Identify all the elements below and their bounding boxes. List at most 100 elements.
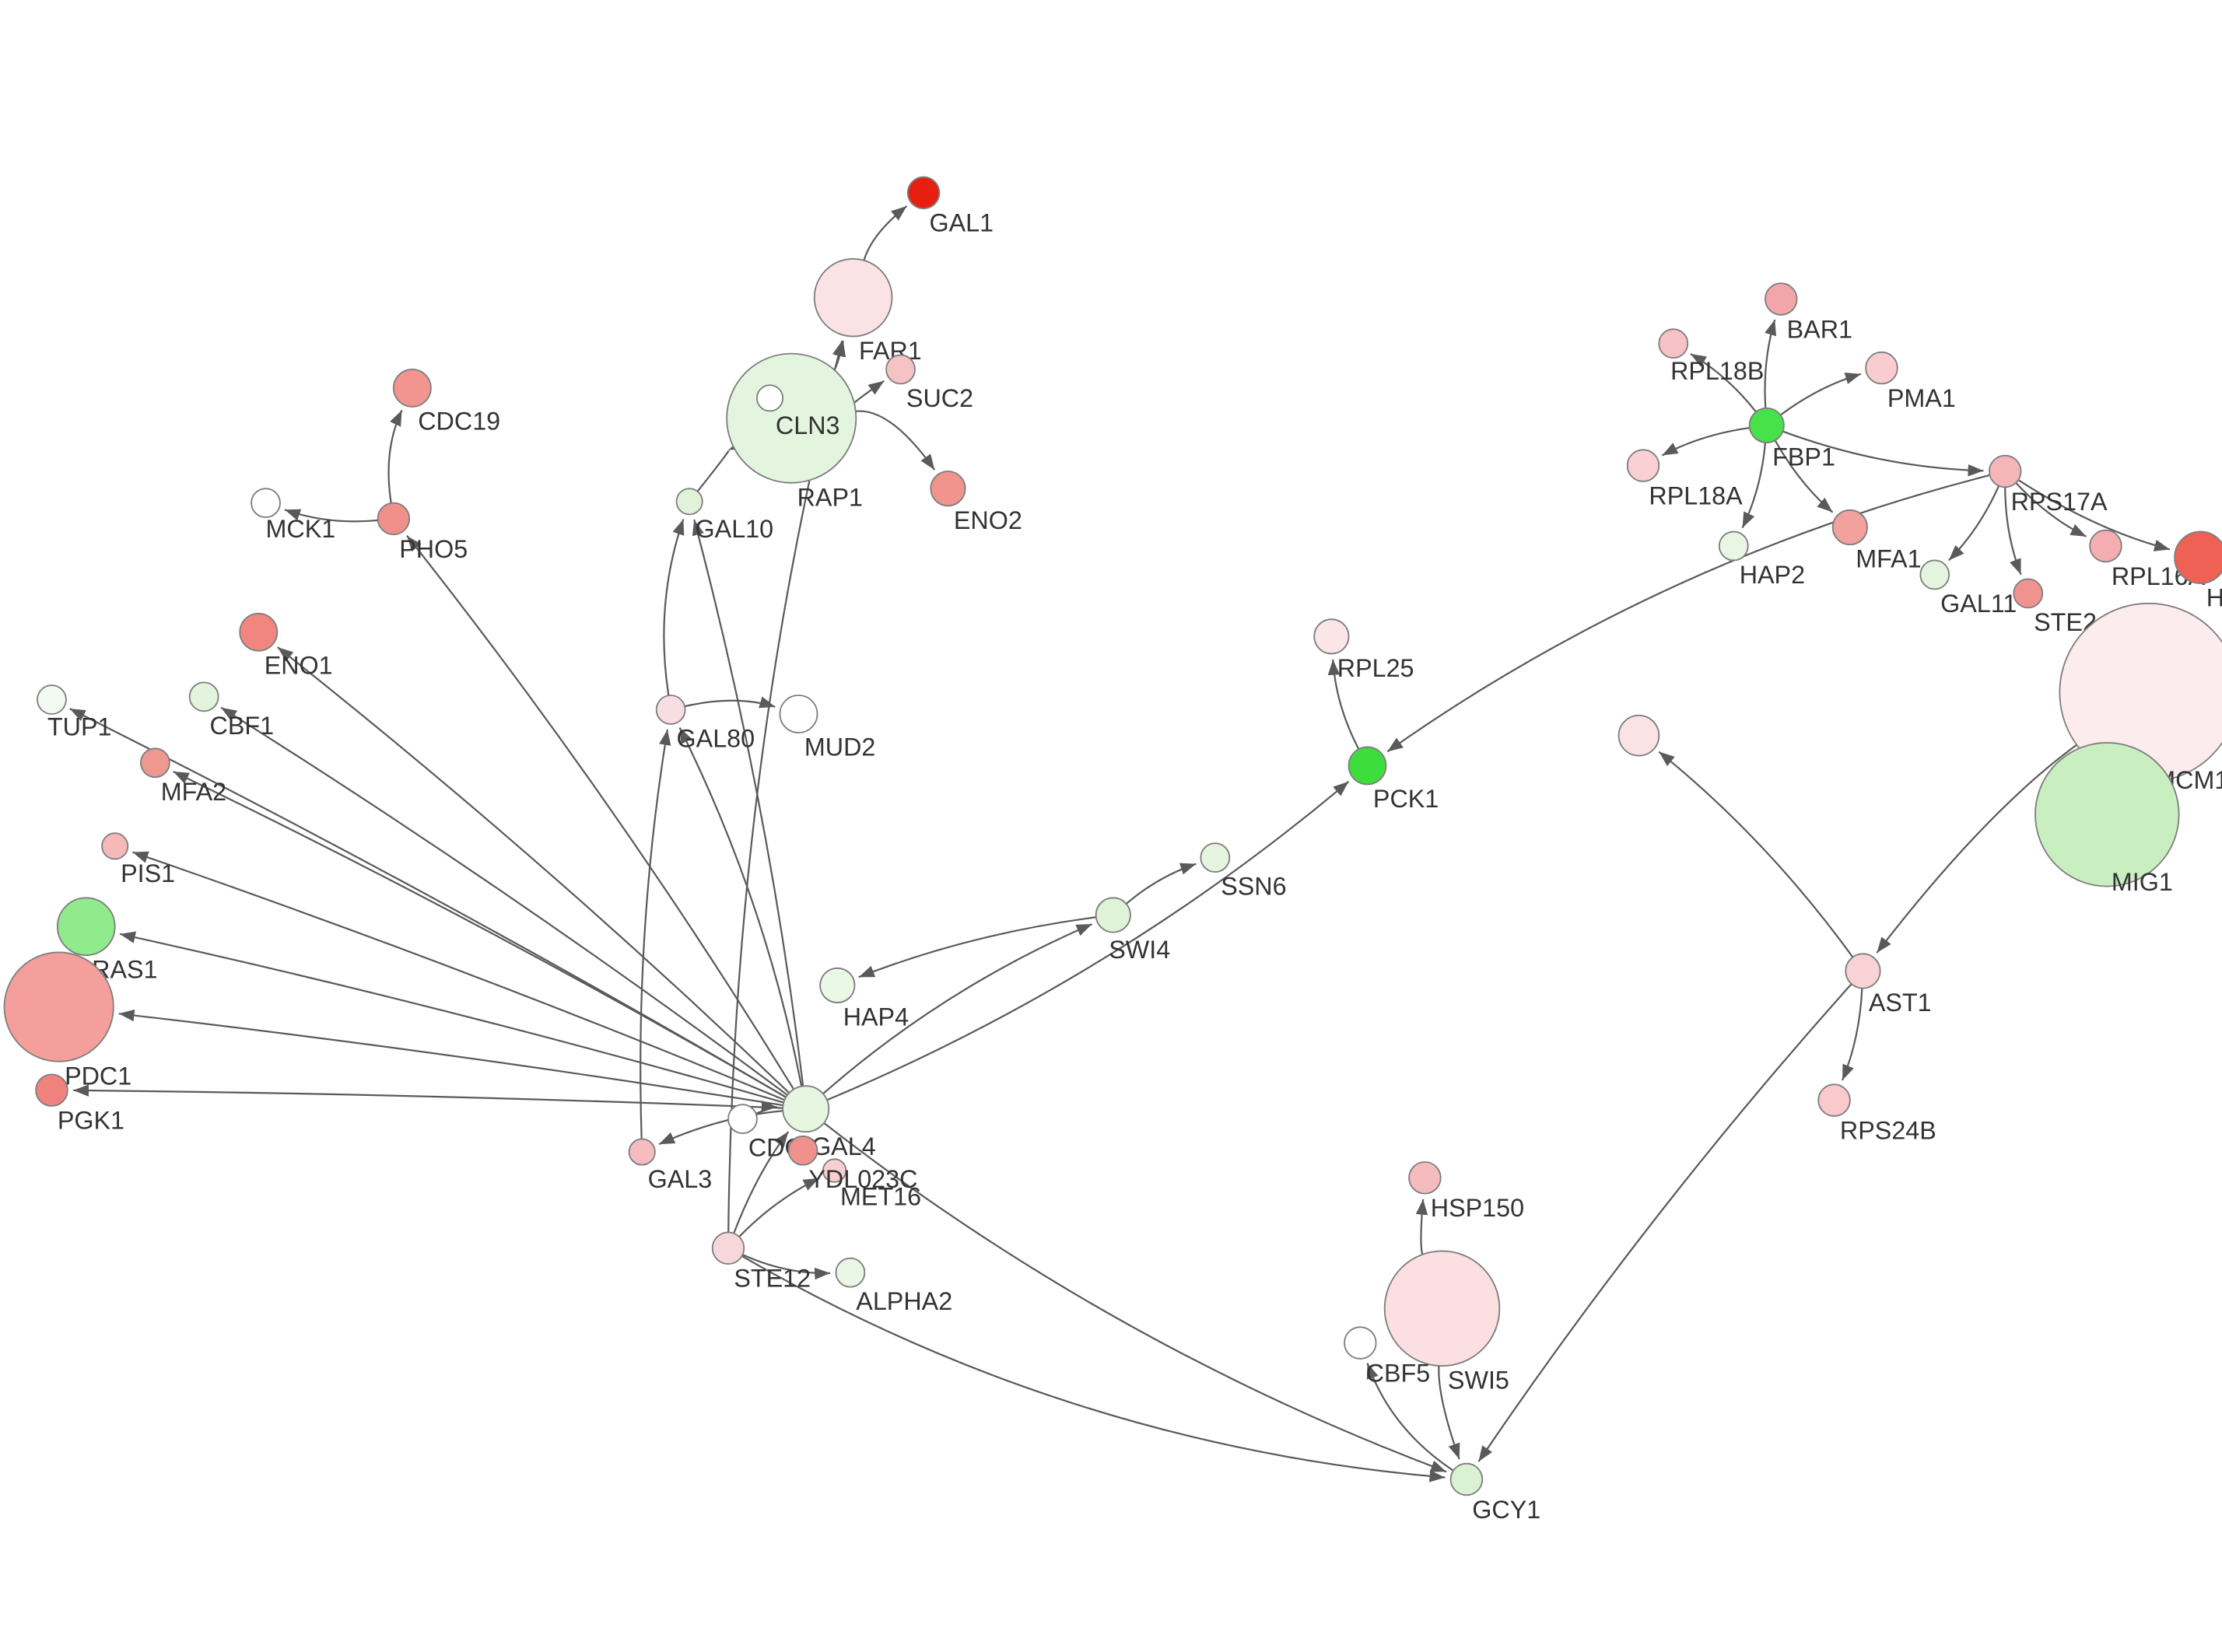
node-circle-MFA1[interactable] bbox=[1831, 509, 1868, 546]
node-STE12[interactable]: STE12 bbox=[711, 1231, 811, 1293]
node-GAL80[interactable]: GAL80 bbox=[655, 695, 755, 752]
node-RAS1[interactable]: RAS1 bbox=[56, 897, 158, 984]
edge-STE12-MET16[interactable] bbox=[738, 1177, 820, 1237]
node-circle-SWI4[interactable] bbox=[1095, 897, 1131, 933]
node-GAL1[interactable]: GAL1 bbox=[906, 176, 994, 237]
node-circle-RPS17A[interactable] bbox=[1989, 454, 2022, 488]
node-RPL16A[interactable]: RPL16A bbox=[2089, 529, 2206, 590]
node-MCK1[interactable]: MCK1 bbox=[251, 488, 335, 543]
node-circle-GAL11[interactable] bbox=[1919, 559, 1950, 590]
node-RPL25[interactable]: RPL25 bbox=[1313, 618, 1414, 682]
node-HIS4[interactable]: HIS4 bbox=[2174, 530, 2222, 612]
node-circle-UNK[interactable] bbox=[1617, 714, 1660, 757]
node-CLN3[interactable]: CLN3 bbox=[756, 384, 840, 439]
node-circle-RPL18A[interactable] bbox=[1626, 449, 1660, 482]
node-HSP150[interactable]: HSP150 bbox=[1408, 1161, 1524, 1222]
node-YDL023C[interactable]: YDL023C bbox=[787, 1135, 918, 1193]
edge-FBP1-RPL18B[interactable] bbox=[1690, 353, 1757, 413]
edge-GAL4-PGK1[interactable] bbox=[73, 1084, 783, 1109]
node-RAP1[interactable]: RAP1 bbox=[726, 352, 863, 512]
edge-CDC6-GAL4[interactable] bbox=[755, 1100, 777, 1115]
edge-SWI4-SSN6[interactable] bbox=[1125, 863, 1197, 905]
node-circle-PCK1[interactable] bbox=[1348, 746, 1387, 786]
edge-GAL4-PDC1[interactable] bbox=[118, 1009, 783, 1107]
node-MIG1[interactable]: MIG1 bbox=[2034, 742, 2180, 896]
edge-GAL80-MUD2[interactable] bbox=[684, 696, 776, 709]
edge-FBP1-BAR1[interactable] bbox=[1764, 319, 1777, 408]
node-GCY1[interactable]: GCY1 bbox=[1449, 1462, 1541, 1524]
node-GAL4[interactable]: GAL4 bbox=[782, 1085, 876, 1160]
node-MUD2[interactable]: MUD2 bbox=[779, 695, 875, 761]
node-circle-MFA2[interactable] bbox=[140, 747, 170, 779]
edge-STE12-GCY1[interactable] bbox=[741, 1255, 1446, 1482]
node-circle-HSP150[interactable] bbox=[1408, 1161, 1442, 1195]
node-circle-PIS1[interactable] bbox=[101, 832, 129, 860]
node-circle-GCY1[interactable] bbox=[1449, 1462, 1484, 1496]
edge-GAL3-GAL80[interactable] bbox=[640, 729, 671, 1139]
edge-GAL4-GAL3[interactable] bbox=[658, 1110, 783, 1146]
node-circle-BAR1[interactable] bbox=[1765, 282, 1798, 316]
node-CBF1[interactable]: CBF1 bbox=[188, 681, 274, 740]
node-circle-MCK1[interactable] bbox=[251, 488, 281, 518]
node-AST1[interactable]: AST1 bbox=[1845, 953, 1932, 1017]
node-SUC2[interactable]: SUC2 bbox=[885, 354, 973, 412]
edge-GAL80-GAL10[interactable] bbox=[663, 519, 685, 696]
node-circle-YDL023C[interactable] bbox=[787, 1135, 818, 1166]
edge-FAR1-GAL1[interactable] bbox=[863, 205, 908, 261]
node-circle-HAP4[interactable] bbox=[819, 967, 856, 1004]
edge-RAP1-ENO2[interactable] bbox=[855, 410, 936, 471]
node-circle-PMA1[interactable] bbox=[1865, 351, 1898, 385]
node-circle-FBP1[interactable] bbox=[1748, 407, 1785, 443]
edge-STE12-ALPHA2[interactable] bbox=[742, 1254, 831, 1280]
node-GAL10[interactable]: GAL10 bbox=[675, 488, 774, 543]
node-circle-GAL4[interactable] bbox=[782, 1085, 830, 1133]
edge-SWI5-GCY1[interactable] bbox=[1438, 1365, 1460, 1460]
node-circle-RPL25[interactable] bbox=[1313, 618, 1350, 655]
node-RPL18B[interactable]: RPL18B bbox=[1658, 328, 1764, 385]
edge-FBP1-HAP2[interactable] bbox=[1741, 442, 1767, 529]
edge-GAL4-RAS1[interactable] bbox=[119, 931, 784, 1104]
node-HAP4[interactable]: HAP4 bbox=[819, 967, 909, 1031]
edge-AST1-GCY1[interactable] bbox=[1477, 983, 1852, 1462]
node-circle-PHO5[interactable] bbox=[377, 502, 411, 536]
node-HAP2[interactable]: HAP2 bbox=[1718, 530, 1805, 589]
edge-FBP1-MFA1[interactable] bbox=[1774, 439, 1834, 513]
node-circle-STE12[interactable] bbox=[711, 1231, 745, 1265]
node-circle-GAL3[interactable] bbox=[628, 1138, 656, 1166]
edge-RPS17A-PCK1[interactable] bbox=[1386, 474, 1990, 753]
node-UNK[interactable] bbox=[1617, 714, 1660, 757]
node-circle-GAL80[interactable] bbox=[655, 695, 686, 725]
edge-GAL4-PIS1[interactable] bbox=[132, 851, 785, 1101]
node-SWI4[interactable]: SWI4 bbox=[1095, 897, 1171, 964]
node-SWI5[interactable]: SWI5 bbox=[1383, 1250, 1509, 1395]
node-circle-PDC1[interactable] bbox=[3, 951, 114, 1062]
edge-GAL4-ENO1[interactable] bbox=[277, 646, 790, 1094]
node-circle-MET16[interactable] bbox=[822, 1158, 847, 1183]
node-ALPHA2[interactable]: ALPHA2 bbox=[835, 1257, 952, 1315]
node-ENO2[interactable]: ENO2 bbox=[930, 471, 1022, 534]
node-CDC19[interactable]: CDC19 bbox=[392, 369, 500, 436]
node-PCK1[interactable]: PCK1 bbox=[1348, 746, 1439, 813]
node-BAR1[interactable]: BAR1 bbox=[1765, 282, 1852, 343]
node-circle-ENO1[interactable] bbox=[239, 612, 279, 652]
node-circle-RAS1[interactable] bbox=[56, 897, 116, 957]
edge-GAL4-CBF1[interactable] bbox=[220, 706, 788, 1096]
edge-GCY1-CBF5[interactable] bbox=[1366, 1363, 1454, 1472]
edge-GAL4-GAL10[interactable] bbox=[692, 519, 804, 1087]
node-circle-RAP1[interactable] bbox=[726, 352, 857, 484]
node-circle-STE2[interactable] bbox=[2013, 578, 2044, 609]
node-circle-AST1[interactable] bbox=[1845, 953, 1881, 989]
edge-GAL4-GCY1[interactable] bbox=[823, 1122, 1447, 1473]
node-circle-GAL1[interactable] bbox=[906, 176, 941, 210]
node-circle-FAR1[interactable] bbox=[813, 257, 893, 338]
node-circle-RPL18B[interactable] bbox=[1658, 328, 1689, 359]
node-circle-CLN3[interactable] bbox=[756, 384, 784, 412]
node-circle-CDC6[interactable] bbox=[727, 1104, 758, 1135]
node-circle-SUC2[interactable] bbox=[885, 354, 916, 385]
node-GAL3[interactable]: GAL3 bbox=[628, 1138, 713, 1193]
node-circle-ENO2[interactable] bbox=[930, 471, 966, 507]
edge-GAL4-SWI4[interactable] bbox=[822, 923, 1093, 1095]
node-ENO1[interactable]: ENO1 bbox=[239, 612, 333, 680]
